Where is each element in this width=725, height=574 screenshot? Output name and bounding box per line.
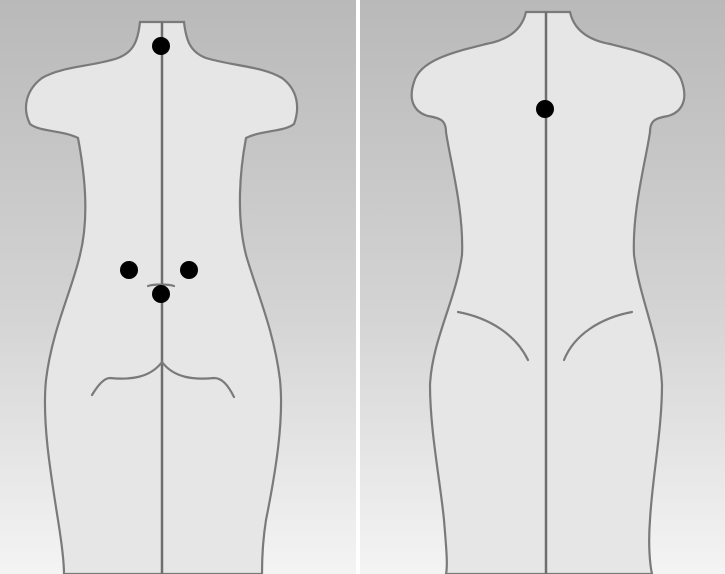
front-marker-abdomen-left: [120, 261, 138, 279]
back-view-svg: [360, 0, 725, 574]
back-marker-upper-back: [536, 100, 554, 118]
front-marker-abdomen-right: [180, 261, 198, 279]
back-view-panel: [360, 0, 725, 574]
front-marker-neck: [152, 37, 170, 55]
front-view-svg: [0, 0, 356, 574]
front-marker-navel: [152, 285, 170, 303]
front-view-panel: [0, 0, 356, 574]
